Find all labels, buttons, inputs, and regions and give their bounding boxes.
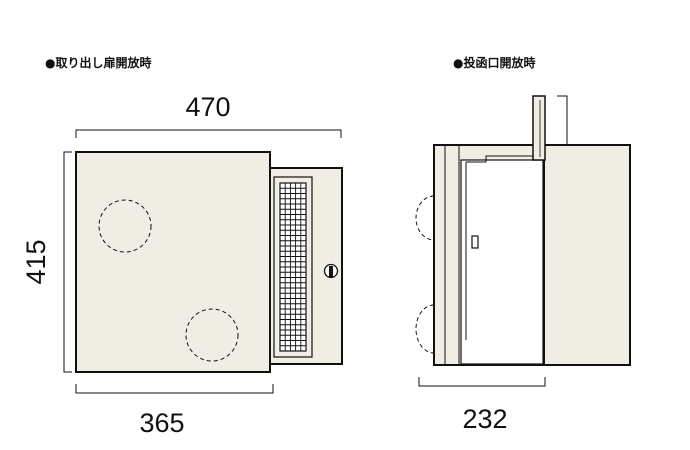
- inner-top-step: [466, 155, 543, 163]
- front-frame: [444, 144, 460, 366]
- caption-slot-open: ●投函口開放時: [453, 55, 535, 70]
- side-view-slot-open: ●投函口開放時 232 520: [415, 55, 631, 434]
- dimension-365: 365: [75, 384, 274, 438]
- inner-cavity: [460, 159, 544, 365]
- caption-door-open: ●取り出し扉開放時: [45, 55, 151, 70]
- back-panel: [542, 144, 631, 366]
- dimension-232: 232: [418, 377, 546, 434]
- dimension-470: 470: [75, 92, 342, 138]
- open-door-panel: [75, 151, 271, 373]
- dimension-label-415: 415: [21, 239, 51, 284]
- front-view-door-open: ●取り出し扉開放時 470 415 365: [21, 55, 343, 438]
- slot-latch: [471, 235, 479, 249]
- dimension-label-232: 232: [462, 404, 507, 434]
- dimension-label-470: 470: [185, 92, 230, 122]
- mail-slot-flap: [532, 95, 546, 161]
- door-circle-bottom: [185, 308, 239, 362]
- hinge-arc-bottom: [415, 304, 435, 354]
- dimension-415: 415: [21, 151, 72, 373]
- hinge-arc-top: [415, 195, 435, 241]
- grid-panel: [273, 176, 313, 358]
- dimension-label-365: 365: [139, 408, 184, 438]
- door-circle-top: [98, 199, 152, 253]
- key-lock-icon: [323, 263, 339, 279]
